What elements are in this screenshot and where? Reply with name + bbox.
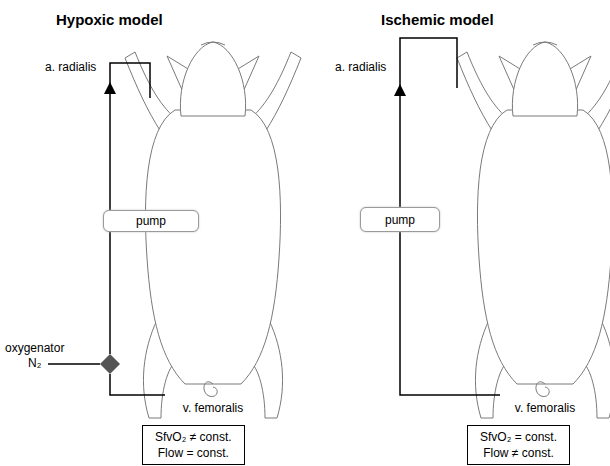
vessel-label: a. radialis <box>45 60 96 74</box>
node-text: SfvO₂ ≠ const. <box>155 429 232 445</box>
gas-line <box>48 363 100 365</box>
pig-drawing <box>457 42 610 418</box>
circuit-line <box>400 38 457 207</box>
circuit-line <box>400 232 500 395</box>
vessel-label: v. femoralis <box>183 401 243 415</box>
circuit-line <box>110 63 150 210</box>
node-heading: oxygenator <box>5 341 64 355</box>
panel-title: Hypoxic model <box>56 11 163 28</box>
panel-title: Ischemic model <box>381 11 494 28</box>
circuit-connector <box>109 232 111 354</box>
circuit-line <box>110 374 165 395</box>
vessel-label: v. femoralis <box>515 401 575 415</box>
node-text: pump <box>136 214 166 228</box>
flow-arrowhead <box>394 84 406 96</box>
condition-box: SfvO₂ ≠ const.Flow = const. <box>142 425 245 465</box>
node-text: Flow ≠ const. <box>480 445 557 461</box>
node-text: SfvO₂ = const. <box>480 429 557 445</box>
pump-box: pump <box>103 210 199 232</box>
oxygenator-diamond: oxygenator <box>100 354 120 374</box>
diamond-shape <box>100 354 120 374</box>
flow-arrowhead <box>104 82 116 94</box>
gas-label: N₂ <box>28 356 41 370</box>
pump-box: pump <box>360 207 440 232</box>
condition-box: SfvO₂ = const.Flow ≠ const. <box>467 425 570 465</box>
diamond-outline <box>100 354 120 374</box>
node-text: pump <box>385 213 415 227</box>
node-text: Flow = const. <box>155 445 232 461</box>
vessel-label: a. radialis <box>335 60 386 74</box>
